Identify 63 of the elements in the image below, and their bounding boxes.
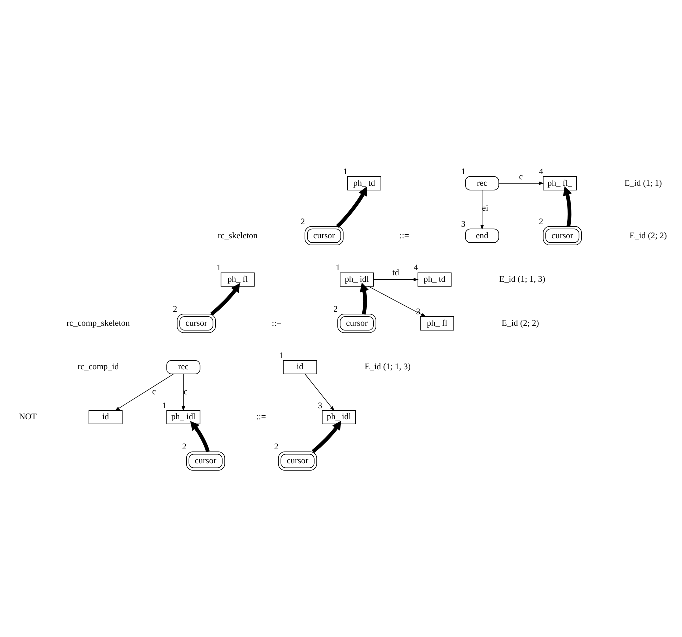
arrow [373,278,419,282]
arrow [190,420,210,452]
label: ::= [256,411,266,422]
node-box: rec [465,176,500,190]
node-box: rec [166,360,201,374]
arrow [498,181,544,185]
node-box: cursor [186,451,226,470]
node-box: ph_ idl [322,410,356,424]
label: E_id (2; 2) [630,230,668,240]
node-box: ph_ fl [420,316,454,330]
arrow [210,282,240,316]
edge-label: ei [482,202,489,212]
node-label: 2 [300,216,306,226]
node-label: 1 [216,262,222,272]
arrow [480,190,484,230]
node-label: 1 [336,262,340,272]
arrow [312,420,342,453]
node-box: cursor [278,451,318,470]
edge-label: td [392,267,400,278]
label: E_id (1; 1, 3) [364,361,411,372]
edge-label: c [152,386,156,396]
arrow [368,286,426,317]
node-label: 2 [539,216,544,226]
node-box: ph_ idl [166,410,201,424]
node-label: 4 [414,262,418,272]
arrow [563,186,572,226]
arrow [182,373,186,411]
label: ::= [400,230,410,240]
label: rc_comp_skeleton [66,317,130,328]
node-label: 3 [318,400,322,410]
arrow [336,186,368,228]
node-label: 2 [334,304,338,314]
node-label: 4 [539,166,544,176]
node-label: 1 [343,166,348,176]
node-label: 2 [173,304,178,314]
label: E_id (1; 1) [624,177,662,188]
node-box: ph_ td [418,272,452,286]
node-box: ph_ td [347,176,382,190]
edge-label: c [519,170,524,181]
label: E_id (2; 2) [502,317,540,328]
node-label: 2 [182,441,187,452]
node-box: id [283,360,318,374]
node-box: ph_ fl_ [543,176,578,190]
node-box: cursor [543,226,582,246]
label: NOT [19,411,37,422]
arrow [304,373,335,411]
arrow [115,373,174,411]
node-label: 1 [162,400,167,410]
arrow [360,282,370,314]
node-box: cursor [304,226,344,246]
node-box: end [465,228,500,243]
node-label: 1 [461,166,466,176]
node-label: 3 [461,218,466,228]
label: rc_comp_id [78,361,120,372]
node-label: 2 [274,441,279,452]
node-box: ph_ fl [220,272,255,286]
label: E_id (1; 1, 3) [499,274,546,284]
node-box: id [88,410,123,424]
label: ::= [272,317,282,328]
edge-label: c [184,386,188,396]
node-box: ph_ idl [340,272,374,286]
label: rc_skeleton [218,230,258,240]
node-label: 1 [279,350,284,360]
